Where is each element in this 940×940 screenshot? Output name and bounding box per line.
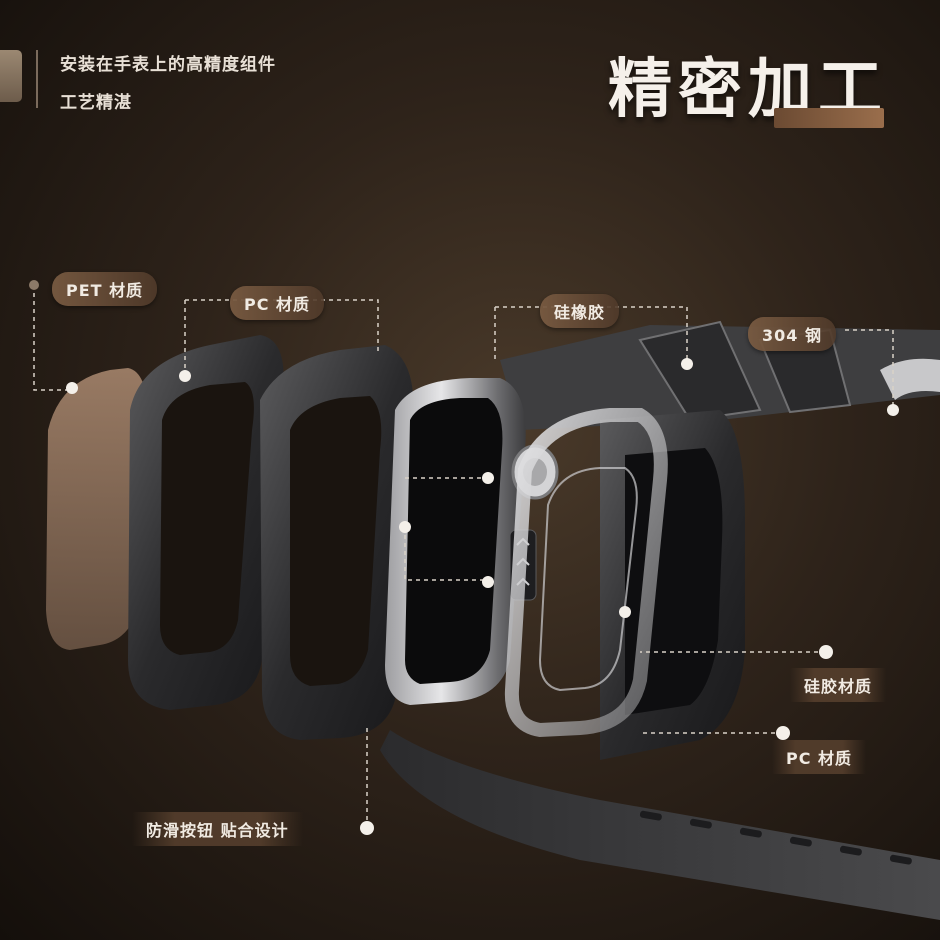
label-pc-material-right: PC 材质 (772, 740, 867, 774)
label-pet-material: PET 材质 (52, 272, 158, 306)
bottom-strap (380, 730, 940, 920)
title-underline (774, 108, 884, 128)
top-strap (500, 320, 940, 430)
accent-swatch (0, 50, 22, 102)
intro-line-1: 安装在手表上的高精度组件 (60, 55, 276, 75)
label-silicone-rubber: 硅橡胶 (540, 294, 620, 328)
intro-divider (36, 50, 38, 108)
label-silicone-material: 硅胶材质 (790, 668, 887, 702)
label-304-steel: 304 钢 (748, 317, 836, 351)
label-anti-slip-button: 防滑按钮 贴合设计 (132, 812, 303, 846)
marker-dots (29, 280, 899, 835)
label-pc-material-top: PC 材质 (230, 286, 325, 320)
intro-line-2: 工艺精湛 (60, 93, 132, 113)
